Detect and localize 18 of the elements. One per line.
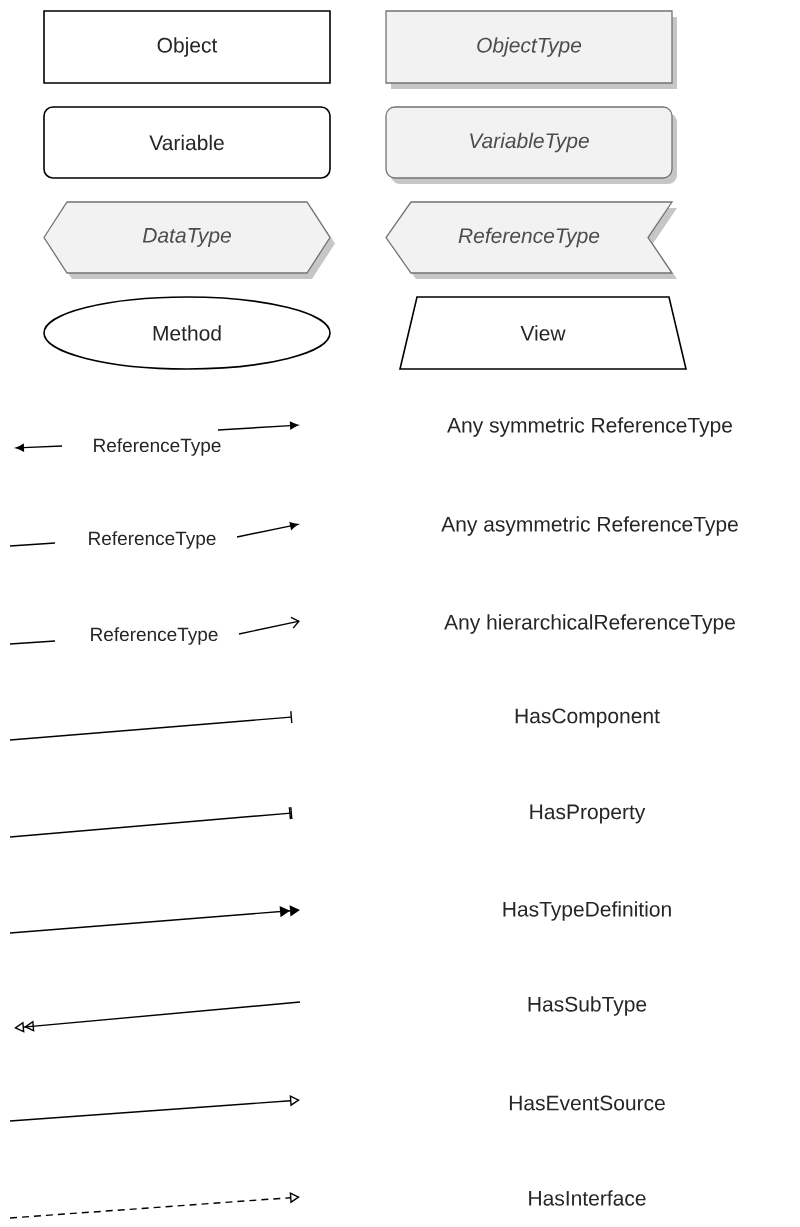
legend-text: Any asymmetric ReferenceType [441, 516, 738, 536]
object-box: Object [43, 10, 331, 84]
object-box: ObjectType [385, 10, 677, 89]
variable-box: VariableType [385, 106, 677, 184]
legend-text: HasComponent [515, 708, 660, 728]
legend-text: HasTypeDefinition [503, 901, 671, 921]
legend-text: HasSubType [528, 996, 647, 1016]
line-label: ReferenceType [88, 626, 220, 646]
datatype-hexagon: DataType [43, 201, 335, 279]
line-label: ReferenceType [91, 437, 223, 457]
legend-text: HasInterface [529, 1190, 646, 1206]
legend-text: Any hierarchicalReferenceType [444, 614, 735, 634]
legend-text: HasEventSource [509, 1095, 665, 1111]
line-label: ReferenceType [86, 530, 218, 550]
legend-text: HasProperty [530, 804, 646, 824]
legend-text: Any symmetric ReferenceType [447, 417, 732, 437]
view-trapezoid: View [399, 296, 687, 370]
variable-box: Variable [43, 106, 331, 179]
